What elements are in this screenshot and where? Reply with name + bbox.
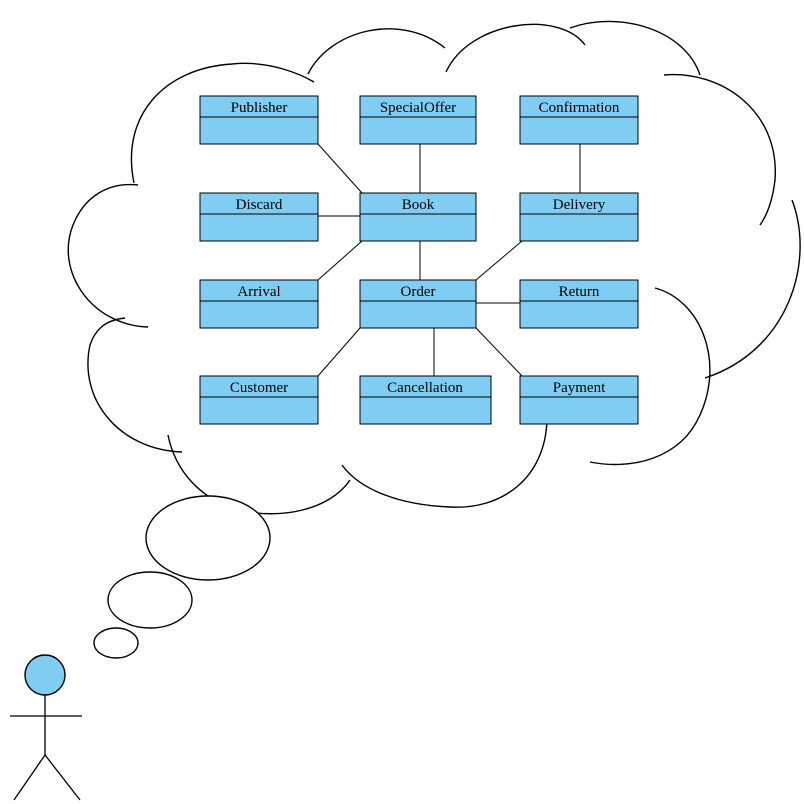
association-publisher-book <box>317 143 363 194</box>
class-arrival[interactable]: Arrival <box>199 279 319 329</box>
association-order-payment <box>475 327 523 377</box>
class-discard[interactable]: Discard <box>199 192 319 242</box>
associations <box>317 143 581 377</box>
class-name: Cancellation <box>387 380 463 396</box>
class-book[interactable]: Book <box>359 192 477 242</box>
thought-bubble-large <box>145 495 271 581</box>
class-name: Return <box>559 284 600 300</box>
class-confirmation[interactable]: Confirmation <box>519 95 639 145</box>
association-delivery-order <box>475 240 523 281</box>
thought-cloud-icon <box>67 20 801 515</box>
association-arrival-book <box>317 240 363 281</box>
class-name: Confirmation <box>539 100 620 116</box>
class-name: Delivery <box>553 197 606 213</box>
class-name: SpecialOffer <box>380 100 456 116</box>
thought-bubble-medium <box>107 571 193 629</box>
class-order[interactable]: Order <box>359 279 477 329</box>
class-name: Publisher <box>231 100 288 116</box>
class-name: Book <box>402 197 435 213</box>
class-return[interactable]: Return <box>519 279 639 329</box>
thought-bubble-small <box>93 627 139 659</box>
association-order-customer <box>317 327 361 377</box>
class-specialoffer[interactable]: SpecialOffer <box>359 95 477 145</box>
class-name: Arrival <box>237 284 280 300</box>
class-cancellation[interactable]: Cancellation <box>359 375 492 425</box>
class-customer[interactable]: Customer <box>199 375 319 425</box>
class-name: Discard <box>236 197 283 213</box>
class-payment[interactable]: Payment <box>519 375 639 425</box>
class-name: Order <box>401 284 436 300</box>
class-name: Customer <box>230 380 288 396</box>
class-delivery[interactable]: Delivery <box>519 192 639 242</box>
stick-figure-actor-icon <box>10 654 82 801</box>
class-publisher[interactable]: Publisher <box>199 95 319 145</box>
class-name: Payment <box>553 380 606 396</box>
